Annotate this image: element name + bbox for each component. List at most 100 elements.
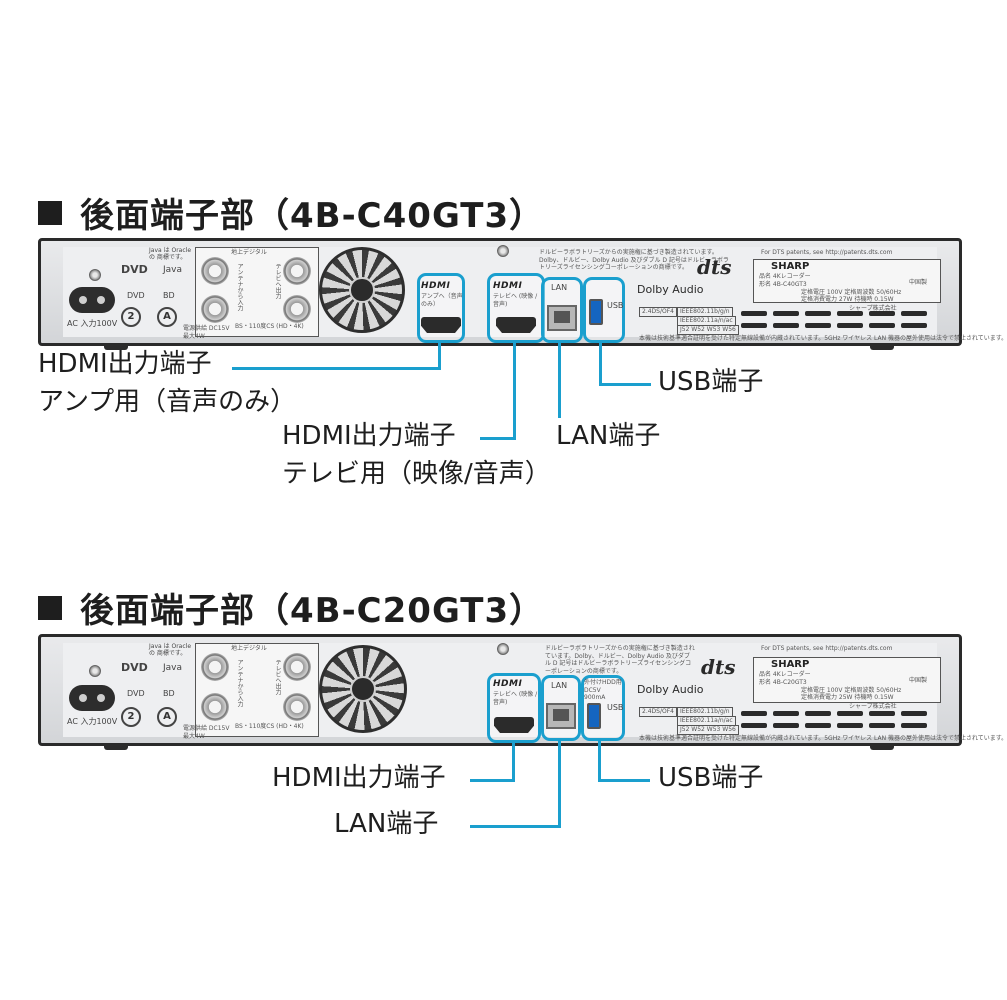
ac-inlet <box>69 287 115 313</box>
callout-line-lan <box>470 825 561 828</box>
java-logo-icon: Java <box>163 663 183 673</box>
hdmi-amp-highlight <box>417 273 465 343</box>
dvd-label: DVD <box>127 689 145 698</box>
terrestrial-in-connector <box>201 653 229 681</box>
java-note: Java は Oracle の 商標です。 <box>149 247 192 262</box>
power-label: 電源供給 DC15V 最大4W <box>183 725 230 740</box>
hdmi-tv-port <box>496 317 536 333</box>
section-title-c20: 後面端子部（4B-C20GT3） <box>38 583 544 632</box>
callout-hdmi-tv-sub: テレビ用（映像/音声） <box>282 459 551 489</box>
dts-logo-icon: dts <box>697 255 732 279</box>
vent-slot <box>869 723 895 728</box>
callout-line-hdmi <box>470 779 515 782</box>
vent-slot <box>837 311 863 316</box>
vent-slot <box>741 323 767 328</box>
java-note: Java は Oracle の 商標です。 <box>149 643 192 658</box>
spec-plate <box>753 259 941 303</box>
callout-lan: LAN端子 <box>334 809 439 839</box>
vent-slot <box>805 323 831 328</box>
ac-inlet <box>69 685 115 711</box>
callout-hdmi-amp-sub: アンプ用（音声のみ） <box>38 387 297 417</box>
bd-region-icon: A <box>157 307 177 327</box>
vent-slot <box>741 711 767 716</box>
square-bullet-icon <box>38 200 62 225</box>
sharp-logo-icon: SHARP <box>771 659 810 670</box>
dolby-note: ドルビーラボラトリーズからの実施権に基づき製造されています。Dolby、ドルビー… <box>545 645 695 675</box>
hdmi-logo-icon: HDMI <box>493 679 523 689</box>
terrestrial-label: 地上デジタル <box>231 645 267 652</box>
callout-line-hdmi <box>512 740 515 782</box>
ac-label: AC 入力100V <box>67 319 118 328</box>
origin: 中国製 <box>909 279 928 286</box>
vent-slot <box>901 323 927 328</box>
callout-line-hdmi-amp <box>232 367 441 370</box>
callout-line-hdmi-tv <box>480 437 516 440</box>
vent-slot <box>741 723 767 728</box>
vent-slot <box>773 311 799 316</box>
dts-logo-icon: dts <box>701 655 736 679</box>
bs-cs-out-connector <box>283 295 311 323</box>
device-foot <box>870 744 894 750</box>
hdmi-logo-icon: HDMI <box>421 281 451 291</box>
device-foot <box>104 744 128 750</box>
dts-patent-note: For DTS patents, see http://patents.dts.… <box>761 645 893 652</box>
spec-power: 定格消費電力 27W 待機時 0.15W <box>801 296 894 303</box>
spec-name: 品名 4Kレコーダー <box>759 273 811 280</box>
lan-small-label: LAN <box>551 681 568 690</box>
vent-slot <box>773 323 799 328</box>
spec-power: 定格消費電力 25W 待機時 0.15W <box>801 694 894 701</box>
screw-icon <box>497 245 509 257</box>
callout-line-usb <box>598 740 601 782</box>
vent-slot <box>901 723 927 728</box>
rear-panel-c20: AC 入力100V Java は Oracle の 商標です。 DVD Java… <box>38 634 1007 746</box>
dvd-logo-icon: DVD <box>121 661 148 674</box>
terrestrial-label: 地上デジタル <box>231 249 267 256</box>
antenna-label: アンテナから入力 <box>236 659 243 707</box>
callout-lan: LAN端子 <box>556 421 661 451</box>
usb-port <box>589 299 603 325</box>
screw-icon <box>89 665 101 677</box>
screw-icon <box>89 269 101 281</box>
hdmi-tv-small-label: テレビへ (映像 / 音声) <box>493 691 538 706</box>
vent-slot <box>869 323 895 328</box>
vent-slot <box>805 723 831 728</box>
vent-slot <box>901 311 927 316</box>
bd-region-icon: A <box>157 707 177 727</box>
screw-icon <box>497 643 509 655</box>
dvd-region-icon: 2 <box>121 707 141 727</box>
terrestrial-out-connector <box>283 653 311 681</box>
callout-usb: USB端子 <box>658 763 764 793</box>
vent-slot <box>837 711 863 716</box>
spec-model: 形名 4B-C20GT3 <box>759 679 807 686</box>
vent-slot <box>869 711 895 716</box>
hdmi-tv-small-label: テレビへ (映像 / 音声) <box>493 293 538 308</box>
bd-label: BD <box>163 291 175 300</box>
vent-slot <box>741 311 767 316</box>
wifi-channels: J52 W52 W53 W56 <box>677 325 739 335</box>
callout-usb: USB端子 <box>658 367 764 397</box>
hdmi-port <box>494 717 534 733</box>
vent-slot <box>773 723 799 728</box>
callout-hdmi: HDMI出力端子 <box>272 763 446 793</box>
bs-cs-in-connector <box>201 693 229 721</box>
hdmi-amp-small-label: アンプへ（音声のみ） <box>421 293 463 308</box>
spec-name: 品名 4Kレコーダー <box>759 671 811 678</box>
cooling-fan-icon <box>319 247 405 333</box>
spec-voltage: 定格電圧 100V 定格周波数 50/60Hz <box>801 687 902 694</box>
spec-model: 形名 4B-C40GT3 <box>759 281 807 288</box>
terrestrial-out-connector <box>283 257 311 285</box>
sharp-logo-icon: SHARP <box>771 261 810 272</box>
vent-slot <box>805 711 831 716</box>
vent-slot <box>901 711 927 716</box>
dvd-region-icon: 2 <box>121 307 141 327</box>
usb-small-label: USB <box>607 301 624 310</box>
callout-line-hdmi-amp <box>438 340 441 370</box>
vent-slot <box>805 311 831 316</box>
lan-port <box>546 703 576 729</box>
wifi-band: 2.4DS/OF4 <box>639 307 677 317</box>
hdmi-logo-icon: HDMI <box>493 281 523 291</box>
rear-panel-c40: AC 入力100V Java は Oracle の 商標です。 DVD Java… <box>38 238 1007 346</box>
bs-cs-out-connector <box>283 693 311 721</box>
dvd-label: DVD <box>127 291 145 300</box>
java-logo-icon: Java <box>163 265 183 275</box>
